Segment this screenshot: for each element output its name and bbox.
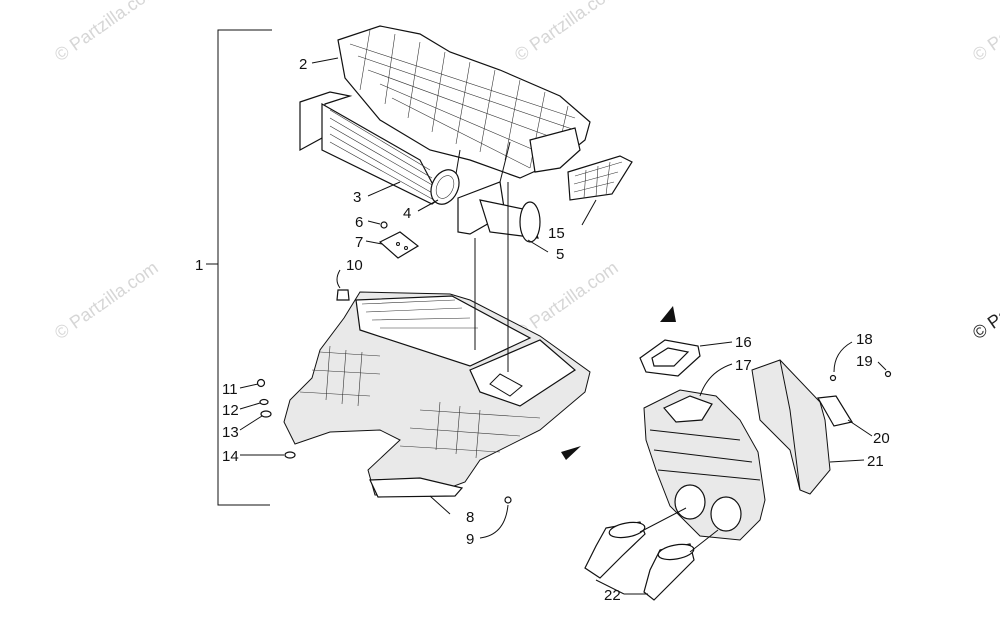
callout-12: 12 xyxy=(222,402,239,419)
leader-19 xyxy=(877,361,887,371)
callout-16: 16 xyxy=(735,334,752,351)
direction-arrow-icon-bottom xyxy=(561,446,581,460)
part-11-bolt[interactable] xyxy=(256,378,266,388)
part-2-intake-duct[interactable] xyxy=(337,25,591,183)
callout-5: 5 xyxy=(556,246,564,263)
callout-14: 14 xyxy=(222,448,239,465)
leader-2 xyxy=(311,57,339,64)
leader-7 xyxy=(365,240,383,245)
watermark-top-right: © Partzilla.com xyxy=(969,0,1000,65)
leader-17 xyxy=(699,363,733,397)
watermark-top-left: © Partzilla.com xyxy=(51,0,162,65)
callout-labels: 1 2 3 4 5 6 7 8 9 10 11 12 13 14 15 16 1… xyxy=(195,56,890,604)
callout-11: 11 xyxy=(222,381,238,398)
leader-11 xyxy=(239,383,259,389)
callout-1: 1 xyxy=(195,257,203,274)
leader-21 xyxy=(829,459,865,463)
callout-2: 2 xyxy=(299,56,307,73)
leader-15 xyxy=(581,199,597,226)
part-6-screw[interactable] xyxy=(380,221,388,229)
leader-4 xyxy=(417,199,439,212)
callout-9: 9 xyxy=(466,531,474,548)
callout-13: 13 xyxy=(222,424,239,441)
leader-8 xyxy=(429,495,451,515)
part-7-plate[interactable] xyxy=(378,231,420,259)
part-17-intake-boot[interactable] xyxy=(643,389,766,541)
leader-12 xyxy=(239,402,261,410)
part-10-grommet[interactable] xyxy=(336,289,350,301)
part-21-filter-foam[interactable] xyxy=(751,359,831,495)
callout-15: 15 xyxy=(548,225,565,242)
part-12-washer[interactable] xyxy=(259,398,269,406)
leader-10 xyxy=(336,269,341,289)
callout-22: 22 xyxy=(604,587,621,604)
leader-6 xyxy=(367,220,381,225)
callout-17: 17 xyxy=(735,357,752,374)
callout-4: 4 xyxy=(403,205,411,222)
part-9-screw[interactable] xyxy=(504,496,512,504)
callout-18: 18 xyxy=(856,331,873,348)
part-15-grille[interactable] xyxy=(567,155,633,201)
callout-3: 3 xyxy=(353,189,361,206)
callout-8: 8 xyxy=(466,509,474,526)
direction-arrow-icon-top xyxy=(660,306,676,322)
part-3-air-filter[interactable] xyxy=(299,91,441,205)
leader-18 xyxy=(833,341,853,373)
part-19-screw[interactable] xyxy=(884,370,892,378)
part-20-clip[interactable] xyxy=(817,395,853,427)
leader-16 xyxy=(699,341,733,347)
part-18-screw[interactable] xyxy=(829,374,837,382)
watermark-mid-left: © Partzilla.com xyxy=(51,257,162,343)
leader-22 xyxy=(595,579,648,595)
callout-6: 6 xyxy=(355,214,363,231)
leader-22-connect xyxy=(639,507,719,553)
part-22-adapter-left[interactable] xyxy=(584,520,646,579)
part-13-nut[interactable] xyxy=(260,410,272,418)
assembly-bracket xyxy=(217,29,272,506)
part-5-intake-tube[interactable] xyxy=(457,181,541,243)
leader-5 xyxy=(527,239,549,253)
part-16-seal-ring[interactable] xyxy=(639,339,701,377)
watermark-top-center: © Partzilla.com xyxy=(511,0,622,65)
callout-20: 20 xyxy=(873,430,890,447)
callout-7: 7 xyxy=(355,234,363,251)
part-4-filter-cap[interactable] xyxy=(426,165,465,209)
callout-21: 21 xyxy=(867,453,884,470)
part-22-adapter-right[interactable] xyxy=(643,542,695,601)
leader-3 xyxy=(367,181,401,197)
callout-10: 10 xyxy=(346,257,363,274)
part-14-nut[interactable] xyxy=(284,451,296,459)
leader-13 xyxy=(239,415,263,431)
leader-20 xyxy=(847,419,873,437)
watermark-mid-right: © Partzilla.com xyxy=(969,257,1000,343)
part-1-airbox-tray[interactable] xyxy=(283,291,591,498)
leader-9 xyxy=(479,504,509,539)
callout-19: 19 xyxy=(856,353,873,370)
